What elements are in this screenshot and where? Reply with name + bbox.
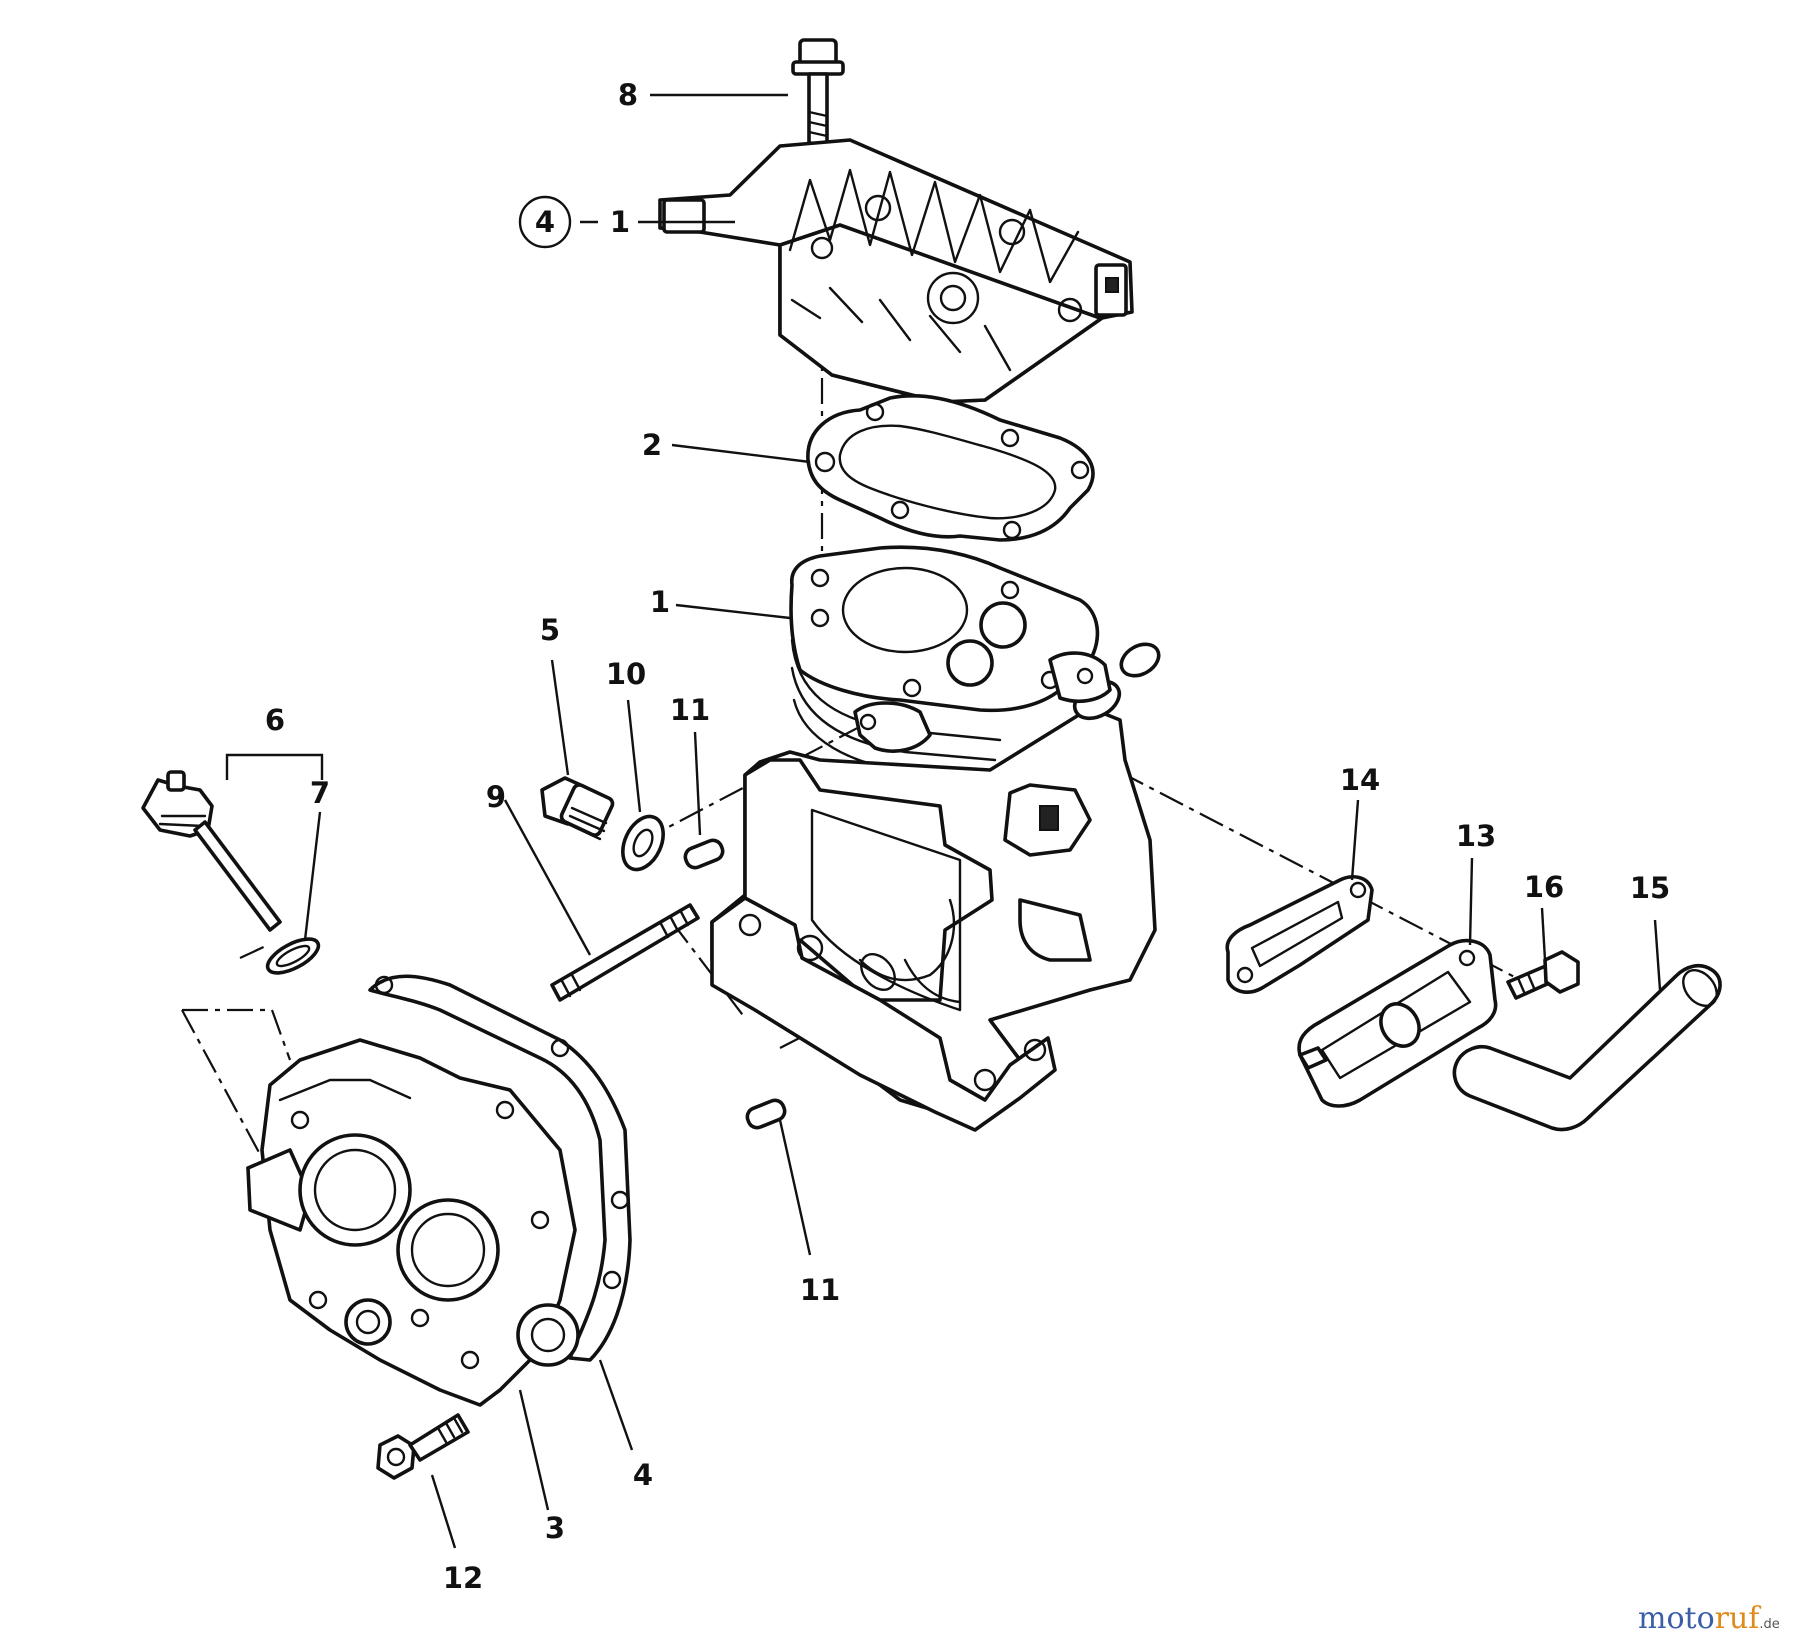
callout-4-circle bbox=[518, 195, 572, 249]
part-1-cylinder-block bbox=[710, 545, 1161, 1132]
callout-12: 12 bbox=[443, 1561, 483, 1595]
callout-1-head: 1 bbox=[610, 205, 630, 239]
part-15-breather-hose bbox=[1452, 963, 1722, 1132]
part-9-stud bbox=[550, 903, 700, 1002]
part-1-cylinder-head bbox=[658, 138, 1134, 404]
callout-4-circled: 4 bbox=[535, 205, 555, 239]
part-8-head-bolt bbox=[791, 38, 845, 158]
part-2-head-gasket bbox=[806, 394, 1095, 542]
callout-11-upper: 11 bbox=[670, 693, 710, 727]
callout-6: 6 bbox=[265, 703, 285, 737]
part-6-dipstick bbox=[141, 770, 282, 932]
leader-lines bbox=[225, 93, 1662, 1549]
motoruf-watermark: motoruf.de bbox=[1638, 1601, 1780, 1636]
callout-4-gasket: 4 bbox=[633, 1458, 653, 1492]
part-12-bolt bbox=[376, 1413, 470, 1480]
callout-7: 7 bbox=[310, 776, 330, 810]
callout-2: 2 bbox=[642, 428, 662, 462]
part-13-breather-cover bbox=[1297, 938, 1498, 1108]
callout-labels: 8 4 1 2 1 5 10 11 9 6 7 14 13 16 15 11 4… bbox=[265, 78, 1670, 1595]
callout-14: 14 bbox=[1340, 763, 1380, 797]
callout-1-block: 1 bbox=[650, 585, 670, 619]
part-14-gasket bbox=[1225, 875, 1374, 994]
part-4-crankcase-gasket bbox=[368, 974, 632, 1362]
callout-10: 10 bbox=[606, 657, 646, 691]
watermark-moto: moto bbox=[1638, 1601, 1715, 1636]
watermark-ruf: ruf bbox=[1715, 1601, 1762, 1636]
svg-text:motoruf.de: motoruf.de bbox=[1638, 1601, 1780, 1636]
callout-16: 16 bbox=[1524, 870, 1564, 904]
part-10-washer bbox=[621, 814, 665, 872]
callout-8: 8 bbox=[618, 78, 638, 112]
part-3-crankcase-cover bbox=[246, 1038, 580, 1407]
callout-9: 9 bbox=[486, 780, 506, 814]
callout-11-lower: 11 bbox=[800, 1273, 840, 1307]
callout-3: 3 bbox=[545, 1511, 565, 1545]
part-11-dowel-pin-lower bbox=[745, 1098, 787, 1130]
part-7-o-ring bbox=[265, 937, 321, 975]
callout-15: 15 bbox=[1630, 871, 1670, 905]
callout-13: 13 bbox=[1456, 819, 1496, 853]
part-16-bolt bbox=[1506, 950, 1580, 1000]
part-5-drain-plug bbox=[540, 776, 615, 841]
callout-5: 5 bbox=[540, 613, 560, 647]
part-11-dowel-pin-upper bbox=[683, 838, 725, 870]
watermark-suffix: .de bbox=[1759, 1617, 1779, 1632]
